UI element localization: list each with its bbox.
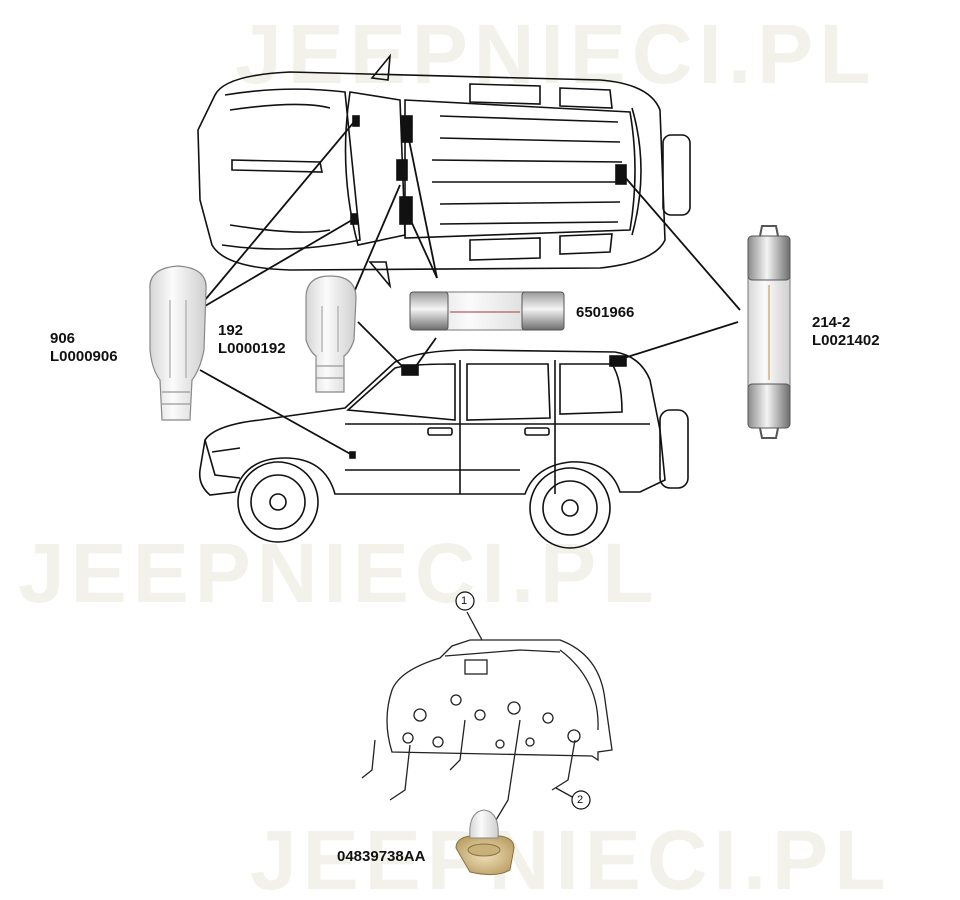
label-192-part: 192 L0000192 xyxy=(218,322,286,358)
vehicle-top-view xyxy=(197,53,691,289)
label-906-part: 906 L0000906 xyxy=(50,330,118,366)
label-906-number: 906 xyxy=(50,330,76,347)
watermark-text: JEEPNIECI.PL xyxy=(235,7,877,101)
callout-1-number: 1 xyxy=(461,595,468,607)
watermark-text: JEEPNIECI.PL xyxy=(250,813,892,900)
cluster-bulb-socket xyxy=(455,809,515,876)
callout-2 xyxy=(571,790,591,810)
callout-2-number: 2 xyxy=(577,794,584,806)
label-192-code: L0000192 xyxy=(218,340,286,357)
label-6501966-part: 6501966 xyxy=(576,304,635,321)
label-906-code: L0000906 xyxy=(50,348,118,365)
label-214-2-part: 214-2 L0021402 xyxy=(812,314,880,350)
label-214-2-number: 214-2 xyxy=(812,314,851,331)
label-214-2-code: L0021402 xyxy=(812,332,880,349)
label-cluster-bulb-part: 04839738AA xyxy=(337,848,426,865)
instrument-cluster xyxy=(361,611,613,831)
vehicle-side-view xyxy=(198,349,689,549)
wedge-bulb-192 xyxy=(305,275,357,393)
label-192-number: 192 xyxy=(218,322,244,339)
callout-1 xyxy=(455,591,475,611)
wedge-bulb-906 xyxy=(149,265,207,421)
festoon-bulb-6501966 xyxy=(409,291,565,331)
festoon-bulb-214-2 xyxy=(747,225,791,439)
leader-lines xyxy=(199,121,741,457)
